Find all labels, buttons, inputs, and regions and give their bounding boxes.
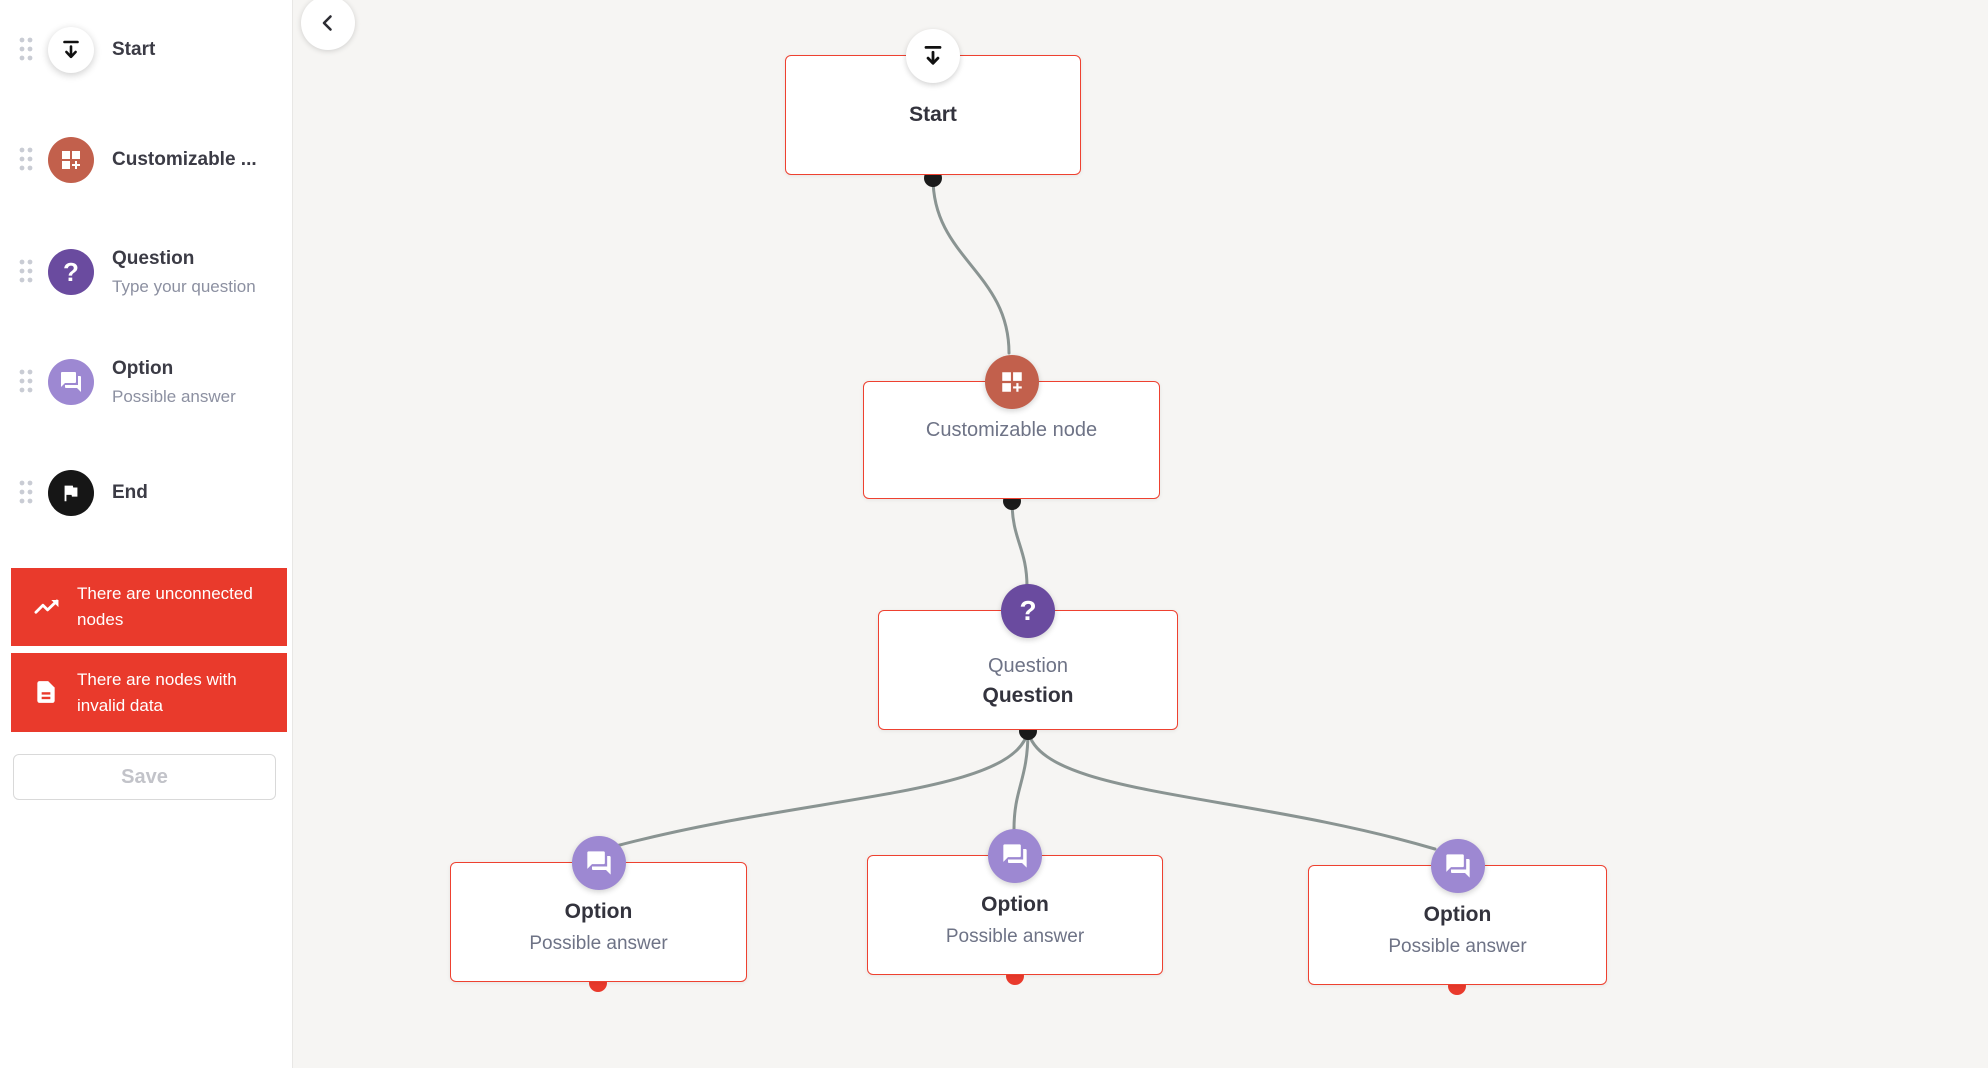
sidebar-item-option[interactable]: Option Possible answer: [0, 354, 292, 410]
node-title: Question: [982, 683, 1074, 707]
warning-invalid-data: There are nodes with invalid data: [11, 653, 287, 732]
node-question[interactable]: ? Question Question: [878, 584, 1178, 730]
document-icon: [33, 679, 61, 707]
sidebar-item-label: Customizable ...: [112, 149, 257, 170]
chevron-left-icon: [316, 11, 340, 35]
sidebar-item-label: Question: [112, 247, 195, 269]
node-option-1[interactable]: Option Possible answer: [450, 836, 747, 982]
node-palette-sidebar: Start Customizable ...: [0, 0, 293, 1068]
warning-text: There are nodes with invalid data: [77, 669, 237, 715]
drag-handle-icon[interactable]: [17, 35, 35, 65]
node-title: Option: [1423, 902, 1492, 926]
dashboard-customize-icon: [984, 355, 1039, 409]
sidebar-item-end[interactable]: End: [0, 465, 292, 521]
save-button[interactable]: Save: [13, 754, 276, 800]
warning-text: There are unconnected nodes: [77, 584, 253, 629]
chat-bubbles-icon: [571, 836, 626, 890]
drag-handle-icon[interactable]: [17, 478, 35, 508]
node-option-2[interactable]: Option Possible answer: [867, 829, 1163, 975]
question-mark-icon: ?: [1001, 584, 1055, 638]
node-type-label: Question: [987, 654, 1069, 677]
dashboard-customize-icon: [48, 137, 94, 183]
chat-bubbles-icon: [988, 829, 1042, 883]
node-subtitle: Possible answer: [945, 925, 1085, 947]
drag-handle-icon[interactable]: [17, 145, 35, 175]
back-button[interactable]: [301, 0, 355, 50]
node-title: Customizable node: [925, 418, 1098, 441]
node-option-3[interactable]: Option Possible answer: [1308, 839, 1607, 985]
flag-icon: [48, 470, 94, 516]
node-title: Option: [564, 899, 633, 923]
node-title: Option: [981, 892, 1049, 916]
sidebar-item-label: End: [112, 482, 148, 503]
node-customizable[interactable]: Customizable node: [863, 355, 1160, 499]
drag-handle-icon[interactable]: [17, 367, 35, 397]
sidebar-item-label: Option: [112, 357, 174, 379]
node-start[interactable]: Start: [785, 29, 1081, 175]
trending-up-icon: [33, 593, 61, 621]
sidebar-item-customizable[interactable]: Customizable ...: [0, 132, 292, 188]
sidebar-item-question[interactable]: ? Question Type your question: [0, 244, 292, 300]
chat-bubbles-icon: [48, 359, 94, 405]
node-title: Start: [909, 103, 957, 126]
sidebar-item-subtitle: Possible answer: [112, 386, 236, 406]
start-icon: [48, 27, 94, 73]
node-subtitle: Possible answer: [1388, 935, 1527, 957]
node-subtitle: Possible answer: [529, 932, 668, 954]
sidebar-item-start[interactable]: Start: [0, 22, 292, 78]
start-icon: [906, 29, 960, 83]
question-mark-icon: ?: [48, 249, 94, 295]
sidebar-item-label: Start: [112, 39, 156, 60]
warning-unconnected-nodes: There are unconnected nodes: [11, 568, 287, 646]
chat-bubbles-icon: [1430, 839, 1485, 893]
sidebar-item-subtitle: Type your question: [112, 276, 256, 296]
drag-handle-icon[interactable]: [17, 257, 35, 287]
